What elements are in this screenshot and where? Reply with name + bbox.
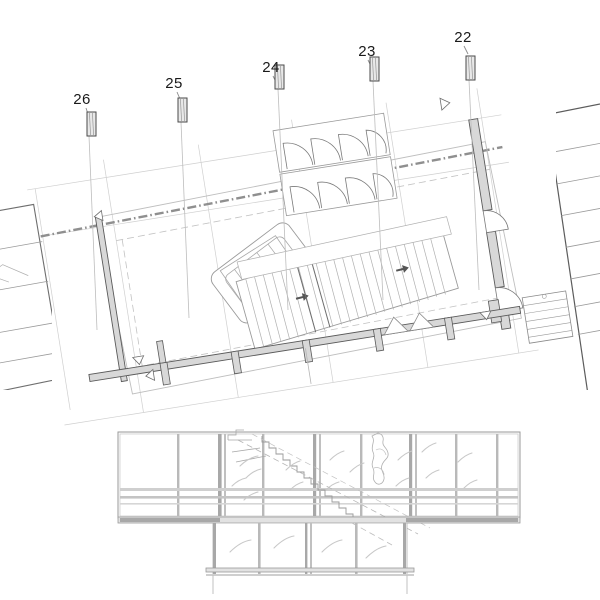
elevation-lower-mullion — [305, 523, 308, 575]
elevation-lower-stair-line — [351, 522, 393, 546]
plan-door-swing-bank — [272, 112, 398, 217]
elevation-tree-silhouette — [371, 432, 389, 485]
grid-marker-label-25: 25 — [165, 75, 183, 92]
elevation-stair-handrail — [251, 433, 431, 529]
right-plan-fragment — [556, 96, 600, 390]
elevation-lower-band — [205, 522, 415, 594]
grid-marker-group — [88, 79, 480, 331]
plan-right-stair — [521, 290, 574, 344]
grid-tag-box[interactable] — [465, 55, 476, 81]
elevation-sill-left — [120, 518, 220, 522]
elevation-reflection-streaks — [231, 442, 478, 501]
elevation-lower-mullion — [403, 523, 406, 575]
grid-marker-label-23: 23 — [358, 43, 376, 60]
grid-marker-26[interactable]: 26 — [73, 91, 97, 137]
plan-section-markers — [93, 97, 492, 382]
elevation-lower-reflections — [229, 535, 387, 559]
grid-marker-23[interactable]: 23 — [358, 43, 380, 82]
grid-tag-box[interactable] — [86, 111, 97, 137]
elevation-upper-transoms — [120, 488, 518, 505]
grid-tag-box[interactable] — [369, 56, 380, 82]
elevation-stair-profile — [261, 436, 361, 526]
elevation-lower-mullion — [258, 523, 261, 575]
elevation-ground-line — [205, 567, 415, 573]
grid-marker-label-22: 22 — [454, 29, 472, 46]
left-plan-fragment — [0, 203, 52, 390]
elevation-lower-mullion — [355, 523, 358, 575]
grid-tag-box[interactable] — [274, 64, 285, 90]
plan-main-stair — [235, 216, 459, 350]
grid-marker-label-26: 26 — [73, 91, 91, 108]
grid-marker-22[interactable]: 22 — [454, 29, 476, 81]
elevation-lower-mullion — [213, 523, 216, 575]
curtain-wall-grid-line — [40, 145, 503, 238]
elevation-upper-mullions — [177, 434, 499, 516]
grid-marker-label-24: 24 — [262, 59, 280, 76]
plan-setback-line-lower — [136, 295, 510, 368]
grid-marker-24[interactable]: 24 — [262, 59, 285, 90]
upper-floor-plan — [27, 88, 574, 426]
elevation-lower-mullion — [310, 523, 312, 575]
elevation-upper-band — [117, 429, 521, 535]
elevation-ground-shadow — [206, 574, 414, 576]
grid-markers: 26 25 24 23 — [73, 29, 476, 137]
elevation-sill-right — [406, 518, 518, 522]
grid-tag-box[interactable] — [177, 97, 188, 123]
plan-bottom-wall — [88, 305, 522, 386]
grid-marker-25[interactable]: 25 — [165, 75, 188, 123]
elevation-stair-landing — [227, 429, 267, 463]
grid-leader-lines — [88, 79, 480, 331]
lower-elevation — [117, 429, 521, 594]
elevation-stair-soffit — [237, 439, 419, 535]
